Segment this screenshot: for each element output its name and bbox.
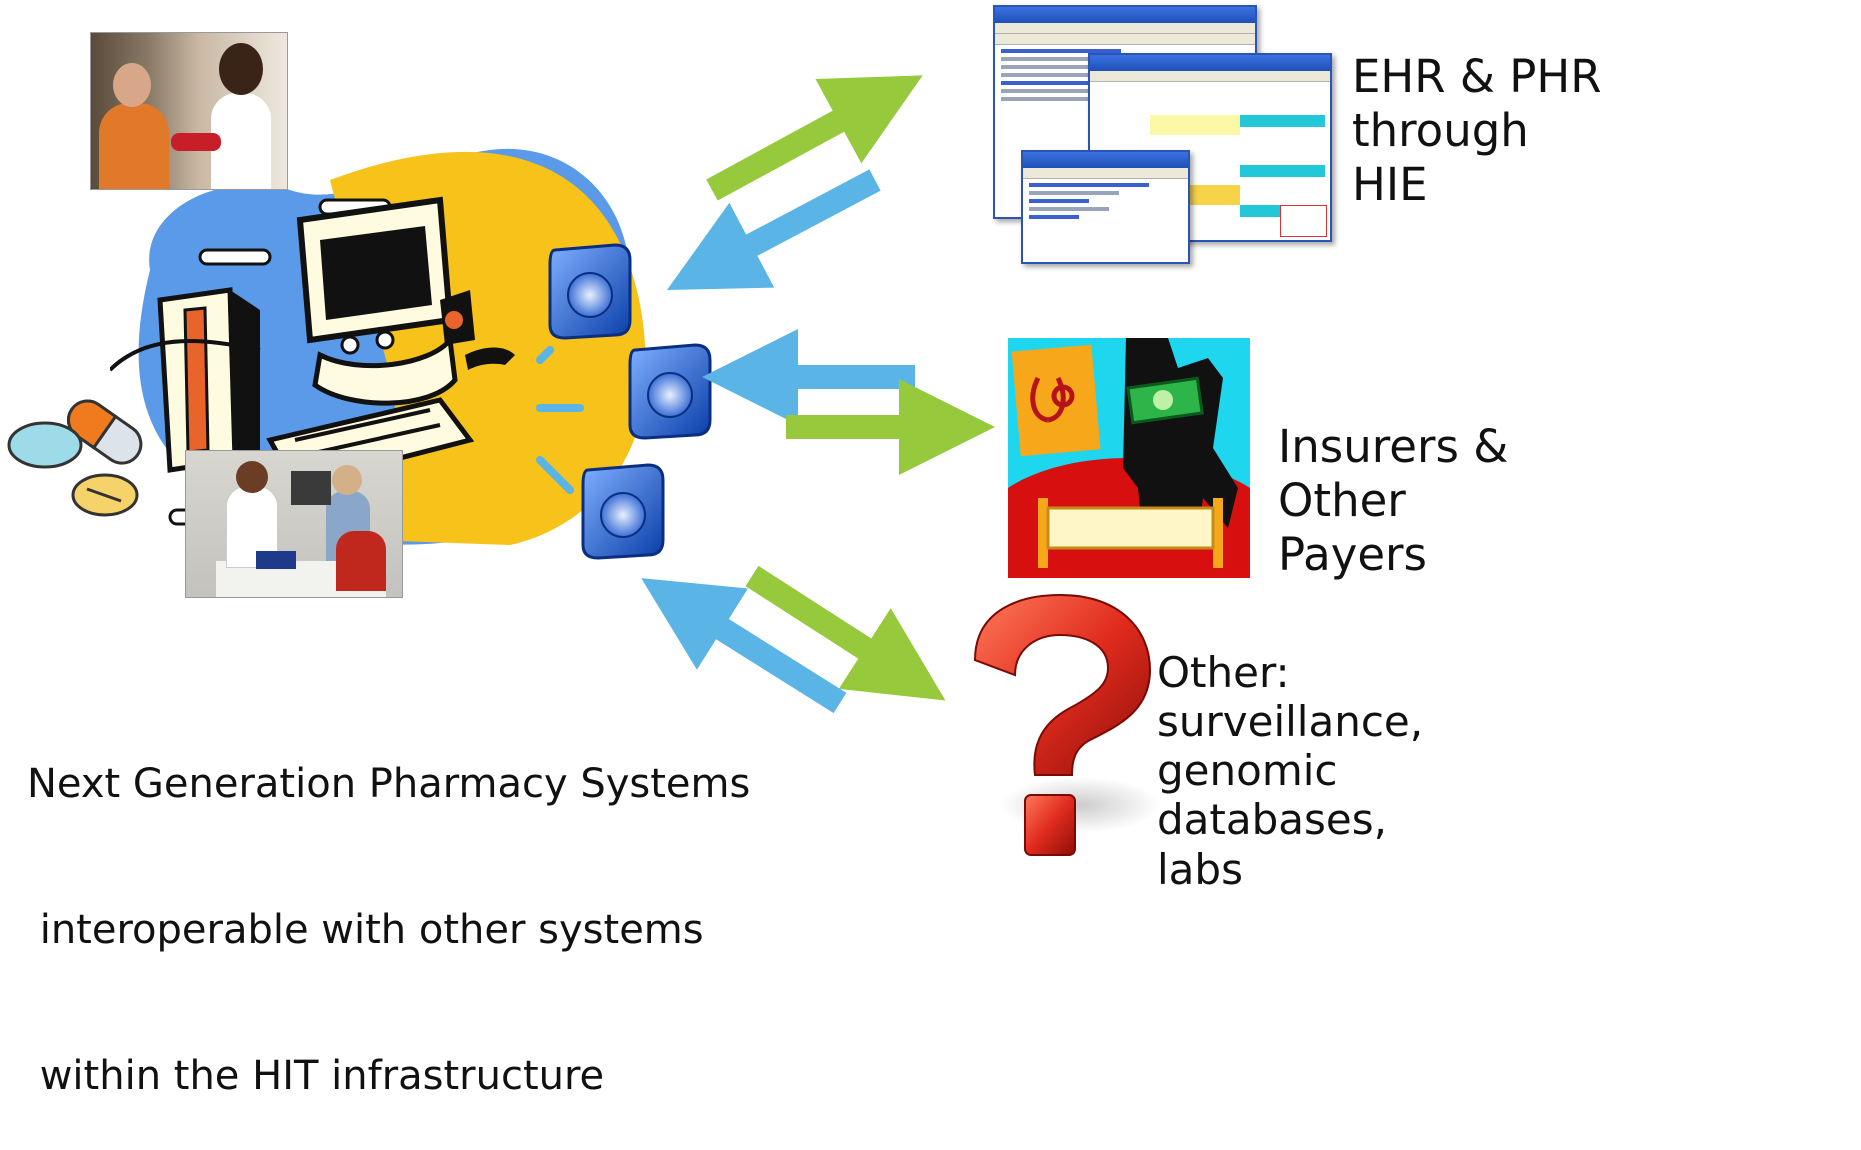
ehr-screenshot: [993, 5, 1338, 264]
ehr-label: EHR & PHR through HIE: [1352, 50, 1602, 211]
arrow-to-other: [745, 565, 946, 701]
other-label: Other: surveillance, genomic databases, …: [1157, 648, 1424, 894]
network-node-icon: [628, 343, 712, 440]
arrow-to-ehr: [706, 75, 923, 201]
question-mark-icon: [973, 593, 1160, 856]
insurer-clipart: [1008, 338, 1250, 578]
network-node-icon: [548, 243, 632, 340]
caption-text: Next Generation Pharmacy Systems interop…: [27, 760, 751, 1100]
arrow-from-ehr: [666, 169, 881, 291]
insurers-label: Insurers & Other Payers: [1278, 420, 1509, 581]
consultation-photo: [185, 450, 403, 598]
exchange-arrows: [641, 75, 995, 714]
pharmacist-photo: [90, 32, 288, 190]
pills-clipart: [7, 399, 143, 517]
network-node-icon: [581, 463, 665, 560]
connection-lines: [536, 346, 584, 494]
arrow-from-other: [641, 578, 847, 714]
